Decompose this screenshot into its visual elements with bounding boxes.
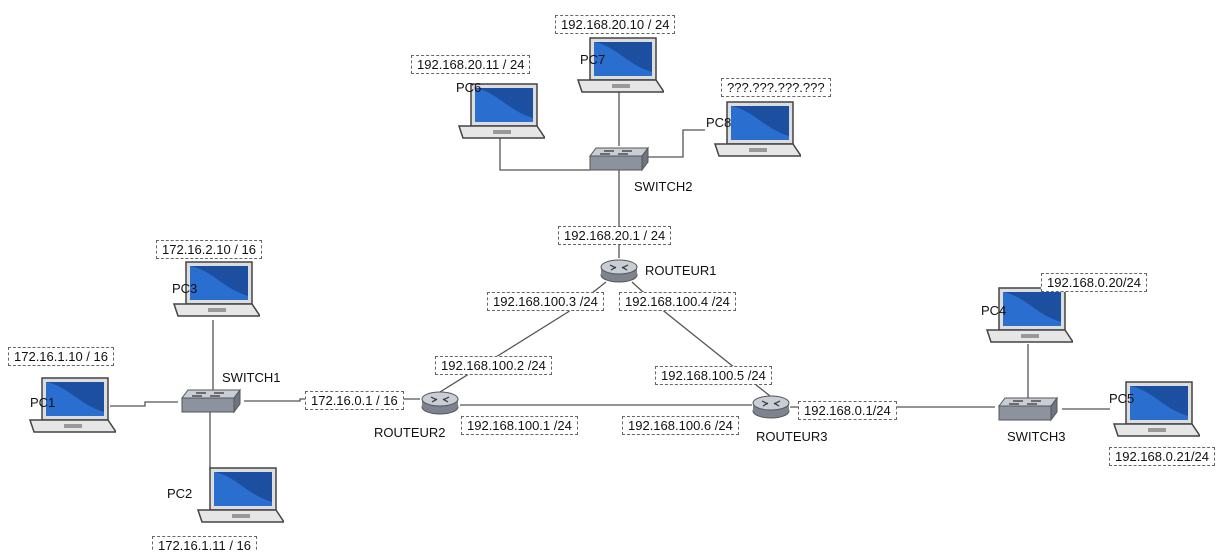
r3-lan-ip-box: 192.168.0.1/24: [798, 401, 897, 420]
pc5-laptop-icon[interactable]: [1112, 380, 1200, 438]
routeur3-icon[interactable]: [751, 394, 791, 420]
pc6-ip-box: 192.168.20.11 / 24: [411, 55, 531, 74]
r2-lan-ip-box: 172.16.0.1 / 16: [305, 391, 404, 410]
r3-left-ip-box: 192.168.100.6 /24: [622, 416, 739, 435]
link-pc6-switch2: [499, 128, 590, 171]
r3-top-ip-box: 192.168.100.5 /24: [655, 366, 772, 385]
r1-switch2-ip-box: 192.168.20.1 / 24: [558, 226, 672, 245]
pc3-laptop-icon[interactable]: [172, 260, 260, 318]
pc3-ip-box: 172.16.2.10 / 16: [156, 240, 262, 259]
pc5-ip-box: 192.168.0.21/24: [1109, 447, 1215, 466]
pc8-label: PC8: [706, 115, 732, 130]
r2-top-ip-box: 192.168.100.2 /24: [435, 356, 552, 375]
r2-right-ip-box: 192.168.100.1 /24: [461, 416, 578, 435]
switch3-icon[interactable]: [995, 396, 1061, 422]
link-pc1-switch1: [110, 401, 178, 407]
r1-left-ip-box: 192.168.100.3 /24: [487, 292, 604, 311]
pc3-label: PC3: [172, 281, 198, 296]
pc1-label: PC1: [30, 395, 56, 410]
pc4-label: PC4: [981, 303, 1007, 318]
pc2-ip-box: 172.16.1.11 / 16: [152, 536, 258, 552]
switch2-icon[interactable]: [588, 146, 650, 172]
switch1-label: SWITCH1: [222, 370, 281, 385]
pc4-laptop-icon[interactable]: [985, 286, 1073, 344]
switch2-label: SWITCH2: [634, 179, 693, 194]
link-switch2-pc8: [648, 129, 705, 158]
pc2-laptop-icon[interactable]: [196, 466, 284, 524]
routeur3-label: ROUTEUR3: [756, 429, 828, 444]
pc5-label: PC5: [1109, 391, 1135, 406]
pc7-label: PC7: [580, 52, 606, 67]
pc8-ip-box: ???.???.???.???: [721, 78, 831, 97]
pc7-laptop-icon[interactable]: [576, 36, 664, 94]
pc6-label: PC6: [456, 80, 482, 95]
r1-right-ip-box: 192.168.100.4 /24: [619, 292, 736, 311]
pc6-laptop-icon[interactable]: [457, 82, 545, 140]
pc8-laptop-icon[interactable]: [713, 100, 801, 158]
switch1-icon[interactable]: [178, 388, 244, 414]
pc1-laptop-icon[interactable]: [28, 376, 116, 434]
switch3-label: SWITCH3: [1007, 429, 1066, 444]
routeur1-icon[interactable]: [599, 258, 639, 284]
routeur1-label: ROUTEUR1: [645, 263, 717, 278]
pc2-label: PC2: [167, 486, 193, 501]
routeur2-label: ROUTEUR2: [374, 425, 446, 440]
pc7-ip-box: 192.168.20.10 / 24: [555, 15, 676, 34]
pc4-ip-box: 192.168.0.20/24: [1041, 273, 1147, 292]
pc1-ip-box: 172.16.1.10 / 16: [8, 347, 114, 366]
routeur2-icon[interactable]: [420, 390, 460, 416]
